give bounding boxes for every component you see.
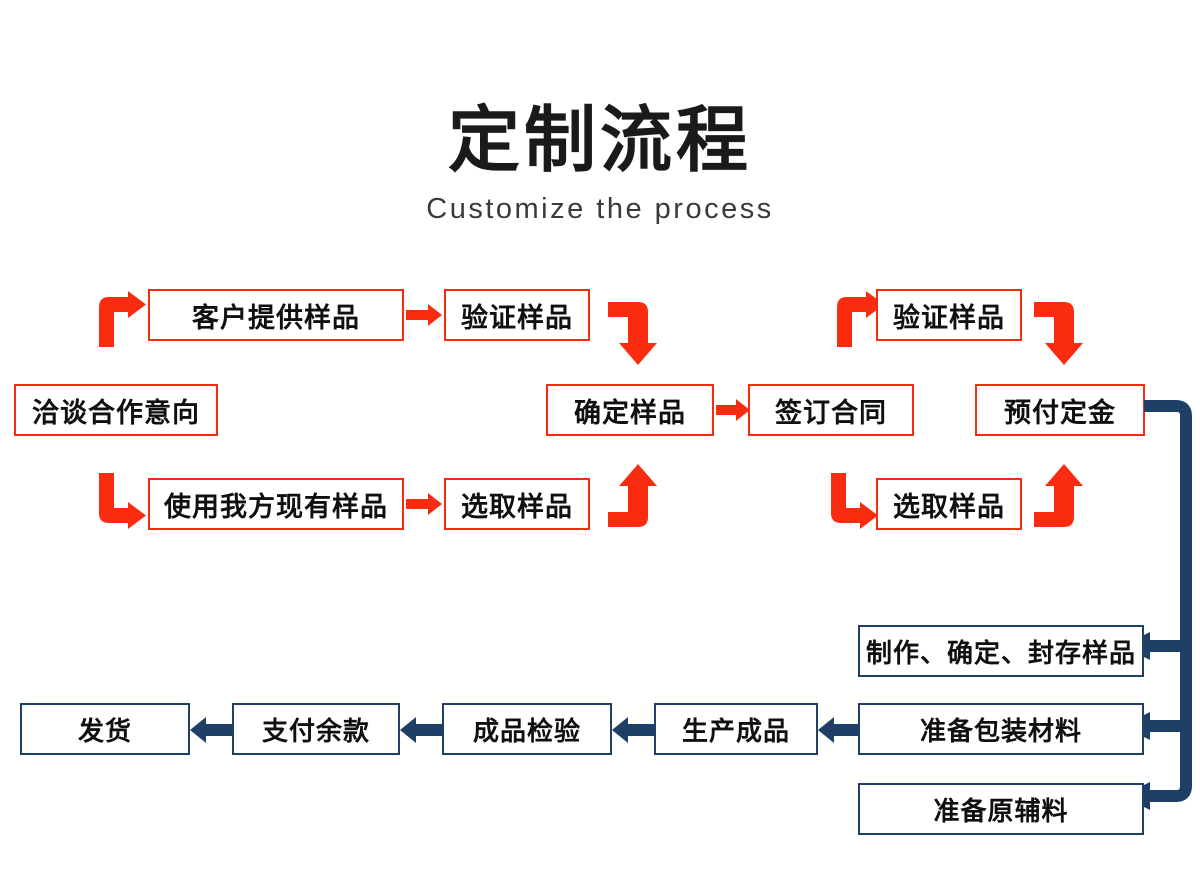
node-label: 发货 [77, 716, 132, 747]
arrow-left-1 [818, 716, 860, 744]
node-use-our-existing-sample[interactable]: 使用我方现有样品 [148, 478, 404, 530]
elbow-right-up-icon-2 [1034, 464, 1083, 527]
node-label: 选取样品 [461, 491, 573, 523]
node-label: 成品检验 [472, 716, 581, 747]
node-label: 验证样品 [461, 302, 573, 334]
node-label: 选取样品 [893, 491, 1005, 523]
node-select-sample-1[interactable]: 选取样品 [444, 478, 590, 530]
elbow-right-down-icon-1 [608, 302, 657, 365]
node-produce-finished-goods[interactable]: 生产成品 [654, 703, 818, 755]
elbow-right-down-icon-2 [1034, 302, 1083, 365]
node-finished-goods-inspection[interactable]: 成品检验 [442, 703, 612, 755]
node-label: 洽谈合作意向 [32, 397, 200, 429]
elbow-up-right-icon-1 [99, 291, 146, 347]
elbow-right-up-icon-1 [608, 464, 657, 527]
node-label: 准备包装材料 [919, 716, 1082, 747]
node-label: 预付定金 [1004, 397, 1116, 429]
node-label: 签订合同 [775, 397, 887, 429]
node-pay-balance[interactable]: 支付余款 [232, 703, 400, 755]
node-label: 准备原辅料 [933, 796, 1069, 827]
node-shipment[interactable]: 发货 [20, 703, 190, 755]
arrow-left-3 [400, 716, 442, 744]
arrow-left-4 [190, 716, 232, 744]
node-label: 支付余款 [261, 716, 370, 747]
node-label: 制作、确定、封存样品 [865, 638, 1136, 669]
node-select-sample-2[interactable]: 选取样品 [876, 478, 1022, 530]
node-prepare-raw-materials[interactable]: 准备原辅料 [858, 783, 1144, 835]
node-label: 验证样品 [893, 302, 1005, 334]
page-title: 定制流程 [447, 98, 752, 182]
elbow-down-right-icon-2 [831, 473, 878, 529]
node-verify-sample-2[interactable]: 验证样品 [876, 289, 1022, 341]
page-subtitle: Customize the process [426, 193, 774, 225]
node-verify-sample-1[interactable]: 验证样品 [444, 289, 590, 341]
node-prepay-deposit[interactable]: 预付定金 [975, 384, 1145, 436]
navy-bus-connector-icon [1122, 400, 1192, 810]
node-prepare-packaging-materials[interactable]: 准备包装材料 [858, 703, 1144, 755]
node-sign-contract[interactable]: 签订合同 [748, 384, 914, 436]
node-confirm-sample[interactable]: 确定样品 [546, 384, 714, 436]
node-label: 使用我方现有样品 [164, 491, 388, 523]
arrow-left-2 [612, 716, 654, 744]
node-customer-provides-sample[interactable]: 客户提供样品 [148, 289, 404, 341]
node-label: 生产成品 [681, 716, 790, 747]
arrow-right-1 [406, 303, 442, 327]
elbow-up-right-icon-2 [837, 291, 884, 347]
node-make-confirm-seal-sample[interactable]: 制作、确定、封存样品 [858, 625, 1144, 677]
node-label: 客户提供样品 [192, 302, 360, 334]
node-entry-negotiate[interactable]: 洽谈合作意向 [14, 384, 218, 436]
elbow-down-right-icon-1 [99, 473, 146, 529]
arrow-right-2 [406, 492, 442, 516]
arrow-right-3 [716, 398, 750, 422]
node-label: 确定样品 [574, 397, 686, 429]
